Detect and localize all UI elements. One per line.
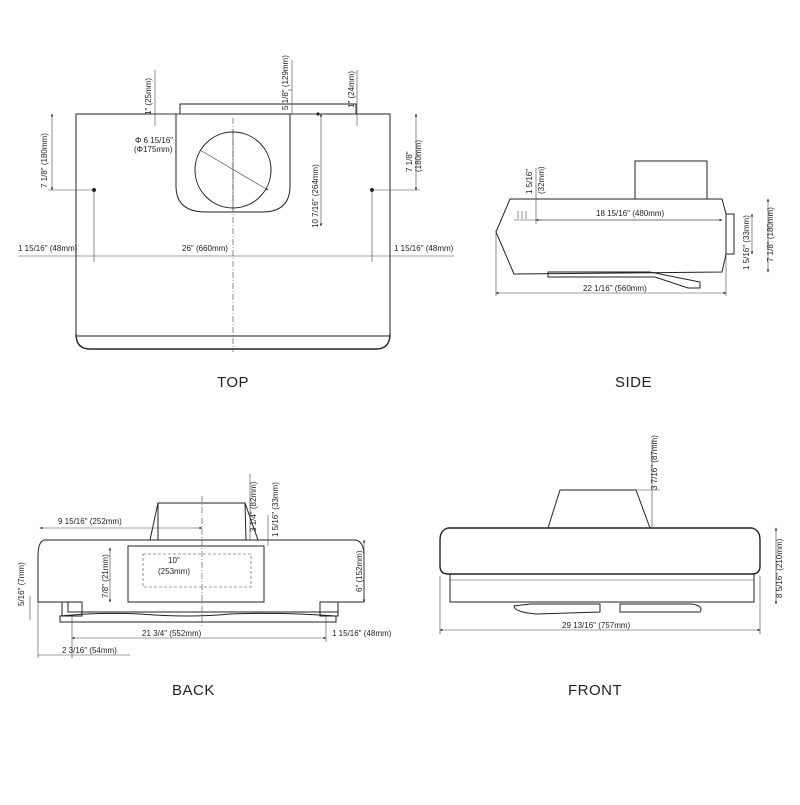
top-view-title: TOP (217, 374, 249, 391)
back-filter-edge (59, 612, 337, 623)
back-plate (127, 545, 265, 603)
top-duct-collar (179, 103, 357, 115)
back-left-foot (61, 601, 83, 617)
back-dim-10-mm: (253mm) (158, 567, 190, 576)
top-dim-duct-5-1-8: 5 1/8" (129mm) (281, 55, 290, 110)
back-dim-21-3-4: 21 3/4" (552mm) (142, 629, 202, 638)
front-filter-right (619, 603, 702, 613)
back-body-outline (37, 539, 365, 613)
side-dim-18-15-16: 18 15/16" (480mm) (596, 209, 665, 218)
top-dim-right-7-1-8-mm: (180mm) (414, 140, 423, 172)
back-dim-7-8: 7/8" (21mm) (101, 554, 110, 598)
back-dim-6: 6" (152mm) (355, 550, 364, 592)
side-dim-1-5-16-in: 1 5/16" (525, 169, 534, 194)
top-dim-right-7-1-8-in: 7 1/8" (405, 151, 414, 172)
side-dim-1-5-16-mm: (32mm) (537, 166, 546, 194)
back-dim-1-15-16: 1 15/16" (48mm) (332, 629, 392, 638)
back-dim-10-in: 10" (168, 556, 180, 565)
back-dim-2-3-16: 2 3/16" (54mm) (62, 646, 117, 655)
front-dim-8-5-16: 8 5/16" (210mm) (775, 538, 784, 598)
front-view: 3 7/16" (87mm) 8 5/16" (210mm) 29 13/16"… (439, 435, 784, 699)
side-rear-flange (725, 213, 735, 255)
front-filter-left (513, 603, 601, 615)
top-dim-depth-10-7-16: 10 7/16" (264mm) (311, 164, 320, 228)
back-view: 9 15/16" (252mm) 3 1/4" (82mm) 1 5/16" (… (17, 474, 392, 699)
front-view-title: FRONT (568, 682, 622, 699)
front-lower-panel (449, 573, 755, 603)
back-cutout (142, 553, 252, 588)
side-view-title: SIDE (615, 374, 652, 391)
back-dim-9-15-16: 9 15/16" (252mm) (58, 517, 122, 526)
top-duct-housing (175, 113, 291, 213)
top-dim-1in-left: 1" (25mm) (144, 78, 153, 115)
front-dim-29-13-16: 29 13/16" (757mm) (562, 621, 631, 630)
top-dim-right-1-15-16: 1 15/16" (48mm) (394, 244, 454, 253)
top-diameter-leader (199, 149, 269, 191)
side-dim-7-1-8: 7 1/8" (180mm) (766, 207, 775, 262)
top-dim-diameter-in: Φ 6 15/16" (135, 136, 173, 145)
back-duct-flare (149, 502, 259, 541)
top-dim-diameter-mm: (Φ175mm) (134, 145, 173, 154)
top-dim-left-1-15-16: 1 15/16" (48mm) (18, 244, 78, 253)
side-duct (634, 160, 708, 200)
top-view: 1" (25mm) 5 1/8" (129mm) 1" (24mm) Φ 6 1… (18, 55, 454, 391)
side-filter-tray (547, 271, 701, 289)
back-dim-3-1-4: 3 1/4" (82mm) (249, 481, 258, 532)
side-body-outline (495, 198, 727, 275)
front-body (439, 527, 761, 575)
front-duct (547, 489, 651, 529)
top-dim-1in-right: 1" (24mm) (347, 71, 356, 108)
top-dim-left-7-1-8: 7 1/8" (180mm) (40, 133, 49, 188)
side-dim-1-5-16-33: 1 5/16" (33mm) (742, 215, 751, 270)
back-right-foot (319, 601, 339, 617)
front-dim-3-7-16: 3 7/16" (87mm) (650, 435, 659, 490)
back-view-title: BACK (172, 682, 215, 699)
top-dim-width-26: 26" (660mm) (182, 244, 228, 253)
back-dim-5-16: 5/16" (7mm) (17, 562, 26, 606)
back-dim-1-5-16: 1 5/16" (33mm) (271, 482, 280, 537)
side-dim-22-1-16: 22 1/16" (560mm) (583, 284, 647, 293)
side-view: 1 5/16" (32mm) 18 15/16" (480mm) 1 5/16"… (495, 160, 775, 391)
